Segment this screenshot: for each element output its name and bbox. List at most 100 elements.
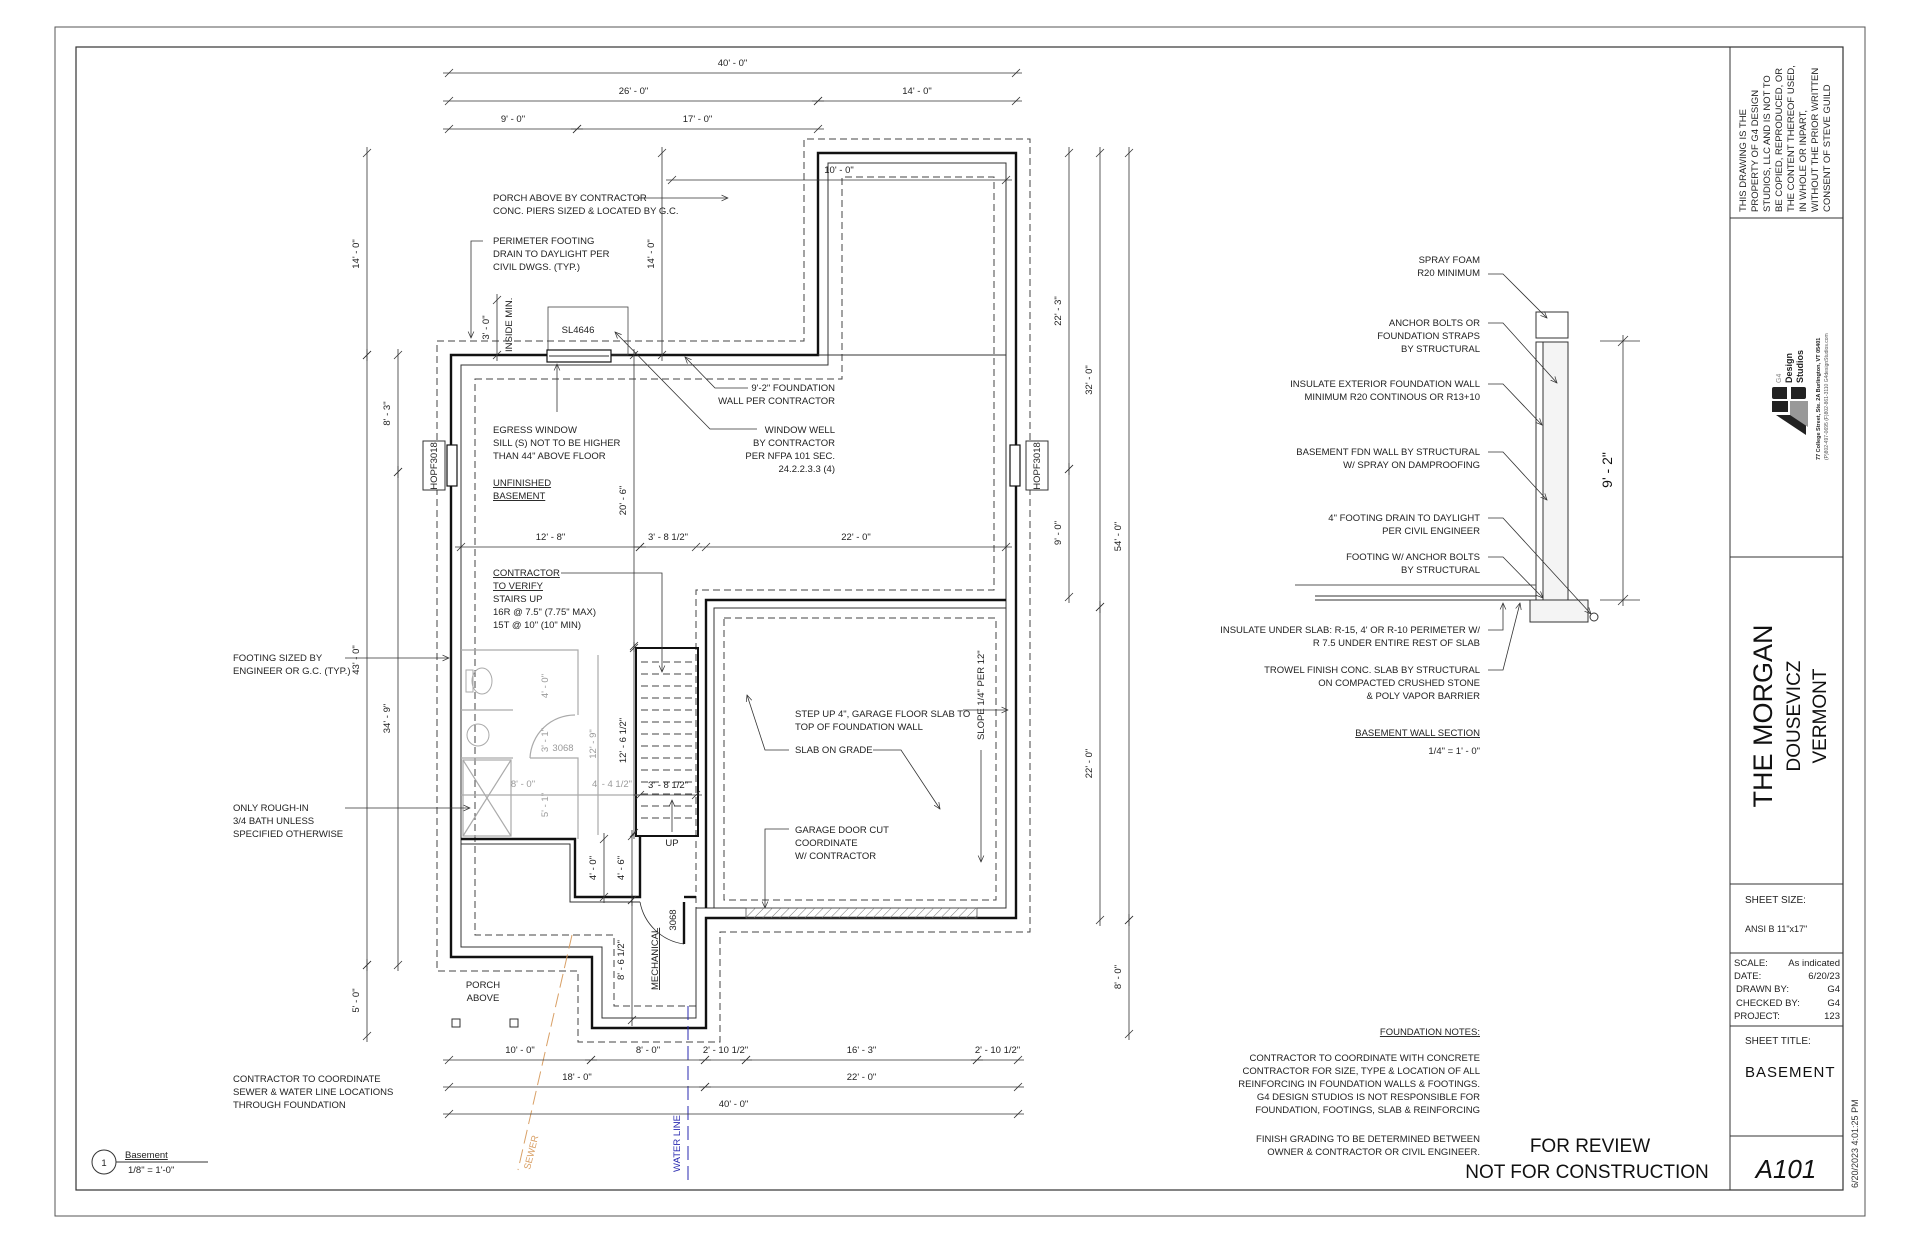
callout: 4" FOOTING DRAIN TO DAYLIGHT <box>1328 513 1480 524</box>
dimension-tick <box>1124 915 1134 925</box>
callout: FOOTING W/ ANCHOR BOLTS <box>1346 552 1480 563</box>
dimension-label: 8' - 0" <box>636 1045 660 1056</box>
dimension-label: 17' - 0" <box>683 114 712 125</box>
dimension-tick <box>1013 1082 1023 1092</box>
dimension-tick <box>627 831 637 841</box>
title-block: THIS DRAWING IS THE PROPERTY OF G4 DESIG… <box>1729 47 1860 1190</box>
dimension-tick <box>1001 542 1011 552</box>
section-scale: 1/4" = 1' - 0" <box>1428 746 1480 757</box>
dimension-label: 5' - 0" <box>351 988 362 1012</box>
footing-outline-inner <box>474 176 995 1007</box>
dimension-label: 43' - 0" <box>351 645 362 674</box>
dimension-tick <box>635 790 645 800</box>
callout: & POLY VAPOR BARRIER <box>1366 691 1480 702</box>
note-line: OWNER & CONTRACTOR OR CIVIL ENGINEER. <box>1267 1147 1480 1158</box>
disclaimer-line: THIS DRAWING IS THE <box>1738 109 1749 212</box>
info-value: G4 <box>1827 998 1840 1009</box>
dimension-tick <box>701 542 711 552</box>
section-title: BASEMENT WALL SECTION <box>1355 728 1480 739</box>
foundation-wall-outer <box>449 151 1018 1030</box>
firm-address: 77 College Street, Ste. 2A Burlington, V… <box>1816 338 1822 460</box>
dimension-tick <box>813 124 823 134</box>
sewer-line <box>517 934 573 1171</box>
callout: INSULATE EXTERIOR FOUNDATION WALL <box>1290 379 1480 390</box>
bath-dim: 5' - 1" <box>540 793 551 817</box>
note-stairs: CONTRACTOR <box>493 568 560 579</box>
dimension-tick <box>1001 175 1011 185</box>
dimension-tick <box>1013 1109 1023 1119</box>
callout: PER CIVIL ENGINEER <box>1382 526 1480 537</box>
callout: ANCHOR BOLTS OR <box>1389 318 1480 329</box>
note-drain: PERIMETER FOOTING <box>493 236 594 247</box>
egress-window-tag: SL4646 <box>562 325 595 336</box>
note-foundation-wall: 9'-2" FOUNDATION <box>751 383 835 394</box>
info-label: CHECKED BY: <box>1736 998 1800 1009</box>
note-line: CONTRACTOR TO COORDINATE WITH CONCRETE <box>1250 1053 1480 1064</box>
dimension-tick <box>393 467 403 477</box>
inside-min-label: INSIDE MIN. <box>504 298 515 352</box>
dimension-label: 18' - 0" <box>562 1072 591 1083</box>
footing-outline-outer <box>436 138 1031 1043</box>
dimension-label: 8' - 0" <box>1113 965 1124 989</box>
firm-logo: G4 Design Studios 77 College Street, Ste… <box>1772 333 1830 460</box>
note-porch: CONC. PIERS SIZED & LOCATED BY G.C. <box>493 206 678 217</box>
bath-dim: 8' - 0" <box>511 779 535 790</box>
sheet-number: A101 <box>1754 1154 1817 1184</box>
foundation-wall-section <box>1542 341 1569 601</box>
disclaimer-line: THE CONTENT THEREOF USED, <box>1786 65 1797 212</box>
info-value: As indicated <box>1788 958 1840 969</box>
dimension-label: 14' - 0" <box>646 239 657 268</box>
dimension-label: 14' - 0" <box>351 239 362 268</box>
bath-door-tag: 3068 <box>552 743 573 754</box>
porch-label: ABOVE <box>467 993 500 1004</box>
wall-section: 9' - 2" SPRAY FOAM R20 MINIMUM ANCHOR BO… <box>1220 255 1640 757</box>
info-label: PROJECT: <box>1734 1011 1780 1022</box>
sheet-inner-frame <box>75 46 1844 1191</box>
dimension-tick <box>599 834 609 844</box>
dimension-tick <box>1124 148 1134 158</box>
dimension-tick <box>1013 1055 1023 1065</box>
project-info: THE MORGAN DOUSEVICZ VERMONT <box>1748 624 1831 807</box>
dimension-label: 3' - 8 1/2" <box>648 780 688 791</box>
note-drain: CIVIL DWGS. (TYP.) <box>493 262 580 273</box>
dimension-tick <box>627 895 637 905</box>
note-porch: PORCH ABOVE BY CONTRACTOR <box>493 193 647 204</box>
note-slab-on-grade: SLAB ON GRADE <box>795 745 873 756</box>
dimension-label: 10' - 0" <box>824 165 853 176</box>
note-line: FINISH GRADING TO BE DETERMINED BETWEEN <box>1256 1134 1480 1145</box>
sheet-title-label: SHEET TITLE: <box>1745 1036 1811 1047</box>
dimension-label: 10' - 0" <box>505 1045 534 1056</box>
disclaimer-line: WITHOUT THE PRIOR WRITTEN <box>1810 68 1821 212</box>
disclaimer-line: STUDIOS, LLC AND IS NOT TO <box>1762 75 1773 212</box>
dimension-label: 2' - 10 1/2" <box>975 1045 1020 1056</box>
egress-window: SL4646 <box>546 306 629 363</box>
section-callouts: SPRAY FOAM R20 MINIMUM ANCHOR BOLTS OR F… <box>1220 255 1591 702</box>
logo-design: Design <box>1784 353 1794 383</box>
callout: W/ SPRAY ON DAMPROOFING <box>1343 460 1480 471</box>
dimension-tick <box>362 960 372 970</box>
dimension-label: 40' - 0" <box>718 58 747 69</box>
notes-title: FOUNDATION NOTES: <box>1380 1027 1480 1038</box>
dimension-tick <box>1064 592 1074 602</box>
room-label: UNFINISHED <box>493 478 551 489</box>
note-rough-in: SPECIFIED OTHERWISE <box>233 829 343 840</box>
callout: TROWEL FINISH CONC. SLAB BY STRUCTURAL <box>1264 665 1480 676</box>
dimension-tick <box>393 350 403 360</box>
info-value: G4 <box>1827 984 1840 995</box>
note-rough-in: 3/4 BATH UNLESS <box>233 816 314 827</box>
callout: BY STRUCTURAL <box>1401 344 1480 355</box>
right-window: HOPF3018 <box>1009 440 1049 491</box>
note-line: CONTRACTOR FOR SIZE, TYPE & LOCATION OF … <box>1242 1066 1480 1077</box>
dimension-label: 22' - 0" <box>1084 749 1095 778</box>
note-foundation-wall: WALL PER CONTRACTOR <box>718 396 835 407</box>
dimension-label: 34' - 9" <box>382 704 393 733</box>
window-tag: HOPF3018 <box>1032 442 1043 490</box>
dimension-tick <box>629 643 639 653</box>
dimension-label: 40' - 0" <box>719 1099 748 1110</box>
dimension-tick <box>1095 148 1105 158</box>
callout: BY STRUCTURAL <box>1401 565 1480 576</box>
note-stairs: 16R @ 7.5" (7.75" MAX) <box>493 607 596 618</box>
logo-studios: Studios <box>1795 350 1805 383</box>
dimension-tick <box>1124 1029 1134 1039</box>
